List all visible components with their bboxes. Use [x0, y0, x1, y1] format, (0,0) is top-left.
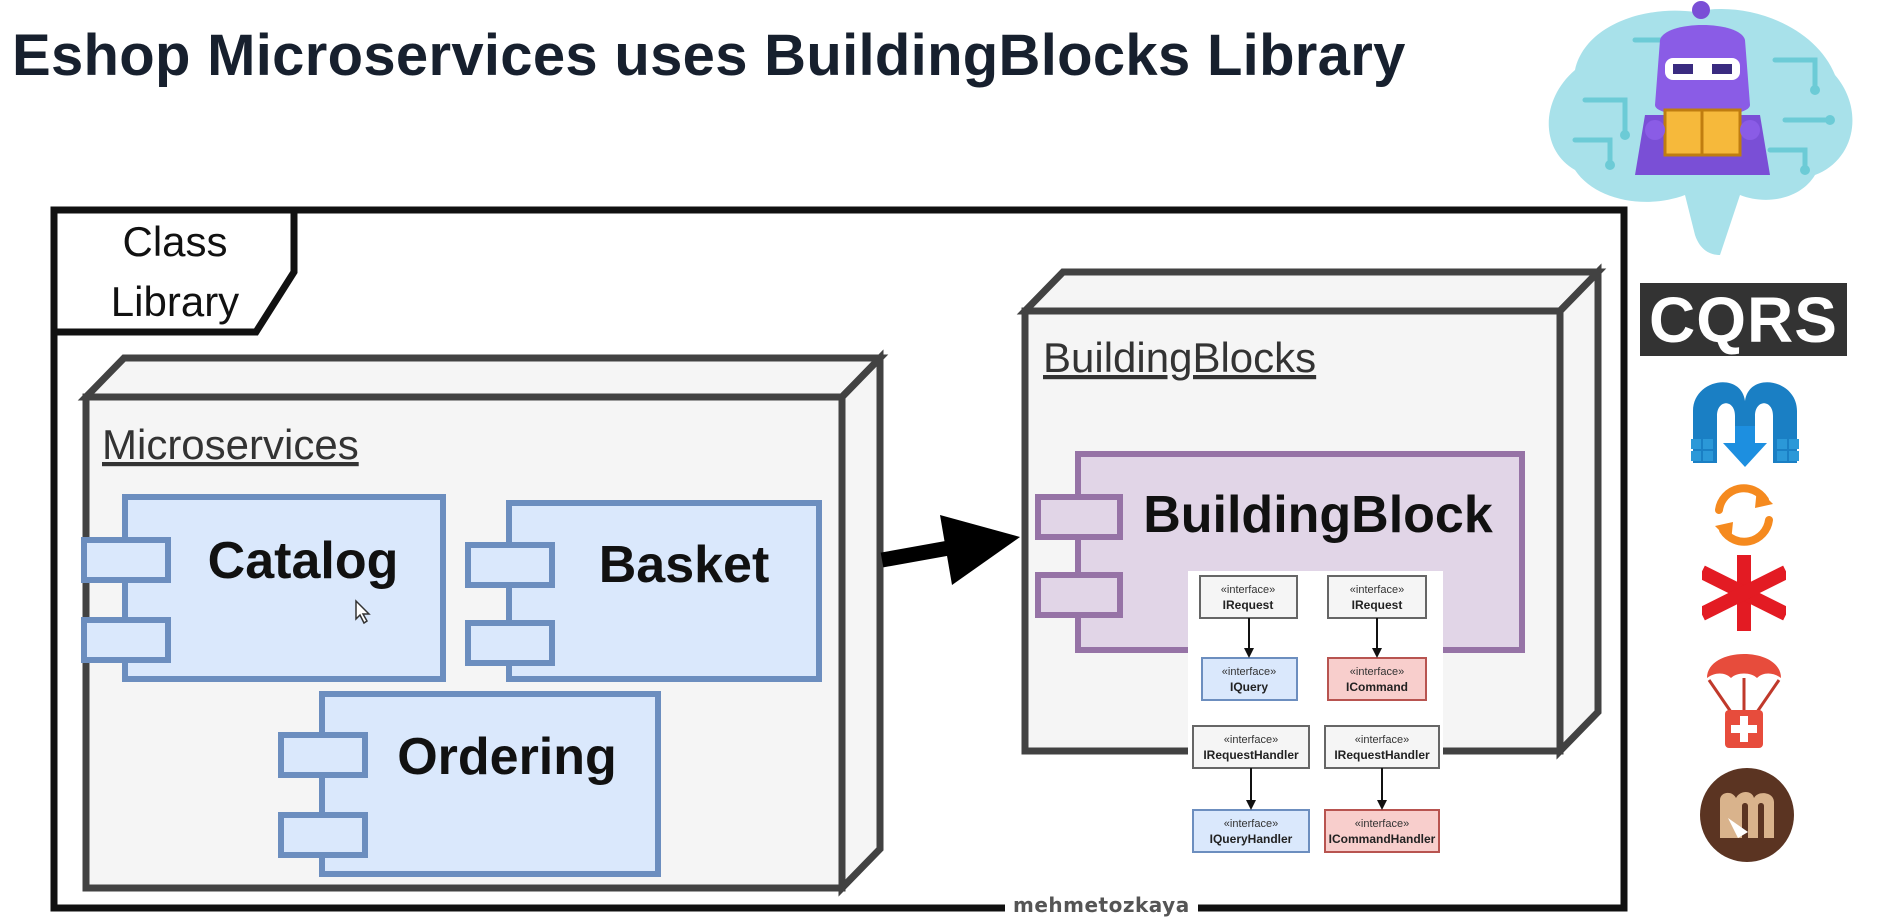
interface-irequest-right: «interface» IRequest: [1327, 575, 1427, 619]
ordering-label: Ordering: [397, 728, 617, 786]
page-title: Eshop Microservices uses BuildingBlocks …: [12, 23, 1406, 88]
catalog-component: Catalog: [81, 494, 446, 682]
interface-icommandhandler: «interface» ICommandHandler: [1324, 809, 1440, 853]
parachute-icon: [1707, 654, 1781, 748]
catalog-label: Catalog: [208, 532, 399, 590]
interface-iqueryhandler: «interface» IQueryHandler: [1192, 809, 1310, 853]
buildingblocks-label: BuildingBlocks: [1043, 334, 1316, 381]
interface-stereotype: «interface»: [1222, 666, 1276, 678]
interface-irequesthandler-right: «interface» IRequestHandler: [1324, 725, 1440, 769]
sync-icon: [1715, 484, 1773, 546]
interface-name: IQuery: [1230, 680, 1268, 694]
microservices-label: Microservices: [102, 421, 359, 468]
interface-stereotype: «interface»: [1350, 584, 1404, 596]
buildingblock-label: BuildingBlock: [1143, 486, 1493, 544]
cqrs-label: CQRS: [1649, 283, 1838, 356]
basket-label: Basket: [599, 536, 770, 594]
marten-icon: [1700, 768, 1794, 862]
interface-name: ICommandHandler: [1329, 832, 1436, 846]
interface-iquery: «interface» IQuery: [1201, 657, 1298, 701]
basket-component: Basket: [465, 500, 822, 682]
interface-stereotype: «interface»: [1350, 666, 1404, 678]
interface-name: IRequest: [1223, 598, 1274, 612]
interface-name: ICommand: [1346, 680, 1408, 694]
mediatr-icon: [1691, 382, 1799, 467]
interface-stereotype: «interface»: [1355, 818, 1409, 830]
package-label-line1: Class: [122, 218, 227, 265]
asterisk-icon: [1702, 555, 1786, 631]
dependency-arrow: [880, 515, 1020, 585]
interface-icommand: «interface» ICommand: [1327, 657, 1427, 701]
ordering-component: Ordering: [278, 691, 661, 877]
cqrs-badge: CQRS: [1640, 283, 1847, 356]
interface-name: IRequest: [1352, 598, 1403, 612]
package-label-line2: Library: [111, 278, 239, 325]
interface-name: IRequestHandler: [1203, 748, 1299, 762]
watermark: mehmetozkaya: [1005, 893, 1198, 917]
interface-stereotype: «interface»: [1221, 584, 1275, 596]
interface-stereotype: «interface»: [1224, 734, 1278, 746]
interface-stereotype: «interface»: [1355, 734, 1409, 746]
interface-name: IQueryHandler: [1210, 832, 1293, 846]
interface-irequest-left: «interface» IRequest: [1199, 575, 1298, 619]
interface-name: IRequestHandler: [1334, 748, 1430, 762]
interface-irequesthandler-left: «interface» IRequestHandler: [1192, 725, 1310, 769]
mouse-cursor-icon: [355, 599, 371, 625]
dotnet-bot-icon: [1548, 1, 1853, 256]
class-library-tab: [50, 206, 298, 336]
interface-stereotype: «interface»: [1224, 818, 1278, 830]
